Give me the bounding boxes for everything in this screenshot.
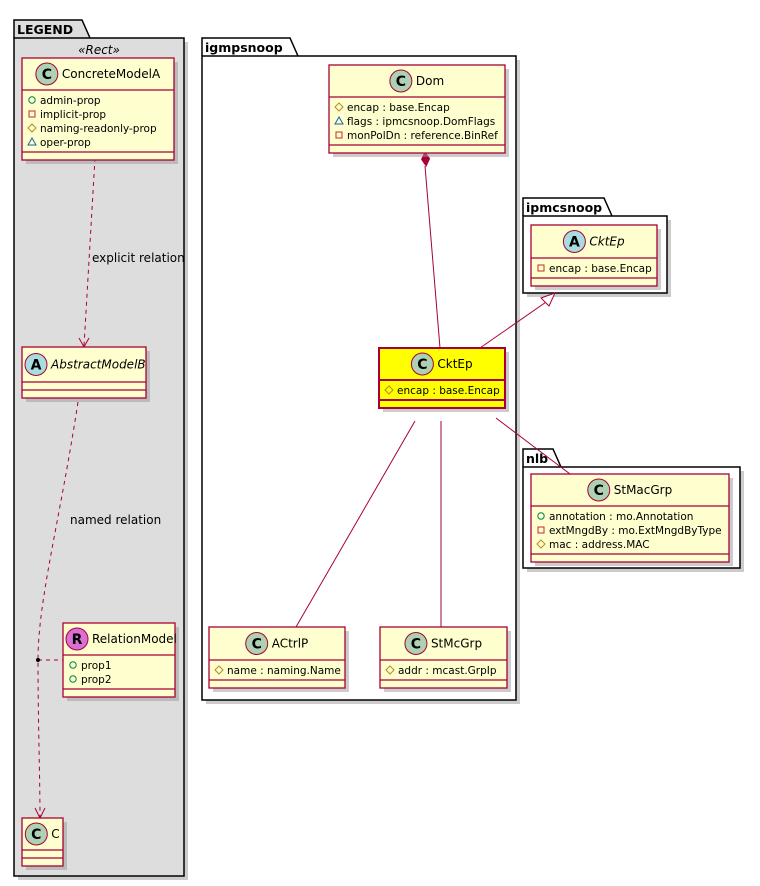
relation-icon: R (65, 627, 89, 651)
svg-text:C: C (252, 637, 262, 653)
class-name: StMcGrp (431, 637, 482, 651)
public-visibility-icon (69, 661, 77, 669)
class-attribute: admin-prop (40, 95, 101, 107)
class-abstractmodelb[interactable]: AbstractModelB A (21, 346, 150, 402)
package-legend: LEGEND «Rect» (13, 19, 188, 880)
class-attribute: encap : base.Encap (549, 263, 652, 275)
class-icon: C (404, 632, 428, 655)
svg-text:C: C (594, 483, 604, 499)
relation-cktep-actrlp (295, 420, 416, 628)
package-tab (522, 197, 613, 217)
abstract-icon: A (562, 230, 586, 253)
svg-text:A: A (569, 235, 580, 251)
package-name: nlb (526, 451, 548, 466)
svg-text:C: C (31, 827, 41, 843)
svg-text:C: C (411, 637, 421, 653)
class-icon: C (35, 62, 59, 86)
class-attribute: name : naming.Name (227, 665, 341, 677)
relation-label: named relation (70, 513, 161, 527)
package-tab (13, 19, 91, 39)
class-attribute: oper-prop (40, 137, 91, 149)
class-attribute: addr : mcast.GrpIp (398, 665, 497, 677)
class-box (208, 626, 346, 689)
private-visibility-icon (335, 131, 343, 139)
protected-visibility-icon (385, 665, 395, 675)
abstract-icon: A (24, 353, 48, 376)
class-name: RelationModel (92, 632, 177, 646)
class-attribute: prop1 (81, 660, 112, 672)
protected-visibility-icon (334, 102, 344, 112)
class-attribute: annotation : mo.Annotation (549, 511, 693, 523)
class-icon: C (410, 352, 434, 376)
class-name: StMacGrp (614, 483, 672, 497)
private-visibility-icon (537, 526, 545, 534)
public-visibility-icon (69, 675, 77, 683)
package-visibility-icon (334, 115, 344, 125)
package-name: LEGEND (17, 22, 73, 37)
public-visibility-icon (28, 96, 36, 104)
class-attribute: prop2 (81, 674, 112, 686)
package-name: ipmcsnoop (526, 200, 602, 215)
class-attribute: extMngdBy : mo.ExtMngdByType (549, 525, 722, 537)
class-name: ACtrlP (272, 637, 309, 651)
relation-generalization (479, 299, 550, 349)
protected-visibility-icon (214, 665, 224, 675)
class-icon: C (245, 632, 269, 655)
relation-named (37, 401, 79, 818)
class-attribute: encap : base.Encap (397, 385, 500, 397)
svg-text:C: C (396, 74, 406, 90)
class-name: AbstractModelB (50, 358, 146, 372)
relation-dom-cktep (424, 165, 441, 349)
class-name: Dom (416, 74, 444, 88)
class-box (530, 473, 730, 563)
package-stereotype: «Rect» (78, 43, 120, 57)
class-box (328, 64, 506, 154)
class-box (379, 626, 508, 689)
package-name: igmpsnoop (205, 40, 283, 55)
class-icon: C (389, 69, 413, 93)
public-visibility-icon (537, 512, 545, 520)
protected-visibility-icon (536, 539, 546, 549)
class-attribute: implicit-prop (40, 109, 106, 121)
private-visibility-icon (537, 264, 545, 272)
private-visibility-icon (28, 110, 36, 118)
package-tab (201, 37, 299, 57)
class-name: CktEp (437, 357, 472, 371)
svg-text:R: R (72, 632, 83, 648)
class-icon: C (587, 478, 611, 502)
protected-visibility-icon (384, 385, 394, 395)
class-box (378, 347, 506, 409)
class-c[interactable]: CC (21, 817, 67, 870)
protected-visibility-icon (27, 123, 37, 133)
class-attribute: mac : address.MAC (549, 539, 650, 551)
relation-label: explicit relation (92, 251, 185, 265)
svg-text:C: C (42, 67, 52, 83)
class-box (530, 224, 658, 287)
relation-cktep-stmacgrp (495, 417, 571, 475)
class-attribute: flags : ipmcsnoop.DomFlags (347, 116, 495, 128)
association-point (36, 658, 40, 662)
svg-text:C: C (417, 357, 427, 373)
class-attribute: monPolDn : reference.BinRef (347, 130, 498, 142)
class-attribute: encap : base.Encap (347, 102, 450, 114)
package-visibility-icon (27, 136, 37, 146)
class-name: C (51, 827, 59, 841)
class-icon: C (24, 822, 48, 846)
generalization-triangle (540, 292, 556, 307)
class-attribute: naming-readonly-prop (40, 123, 157, 135)
package-tab (522, 448, 562, 468)
class-name: ConcreteModelA (62, 67, 161, 81)
class-name: CktEp (589, 235, 625, 249)
svg-text:A: A (31, 358, 42, 374)
